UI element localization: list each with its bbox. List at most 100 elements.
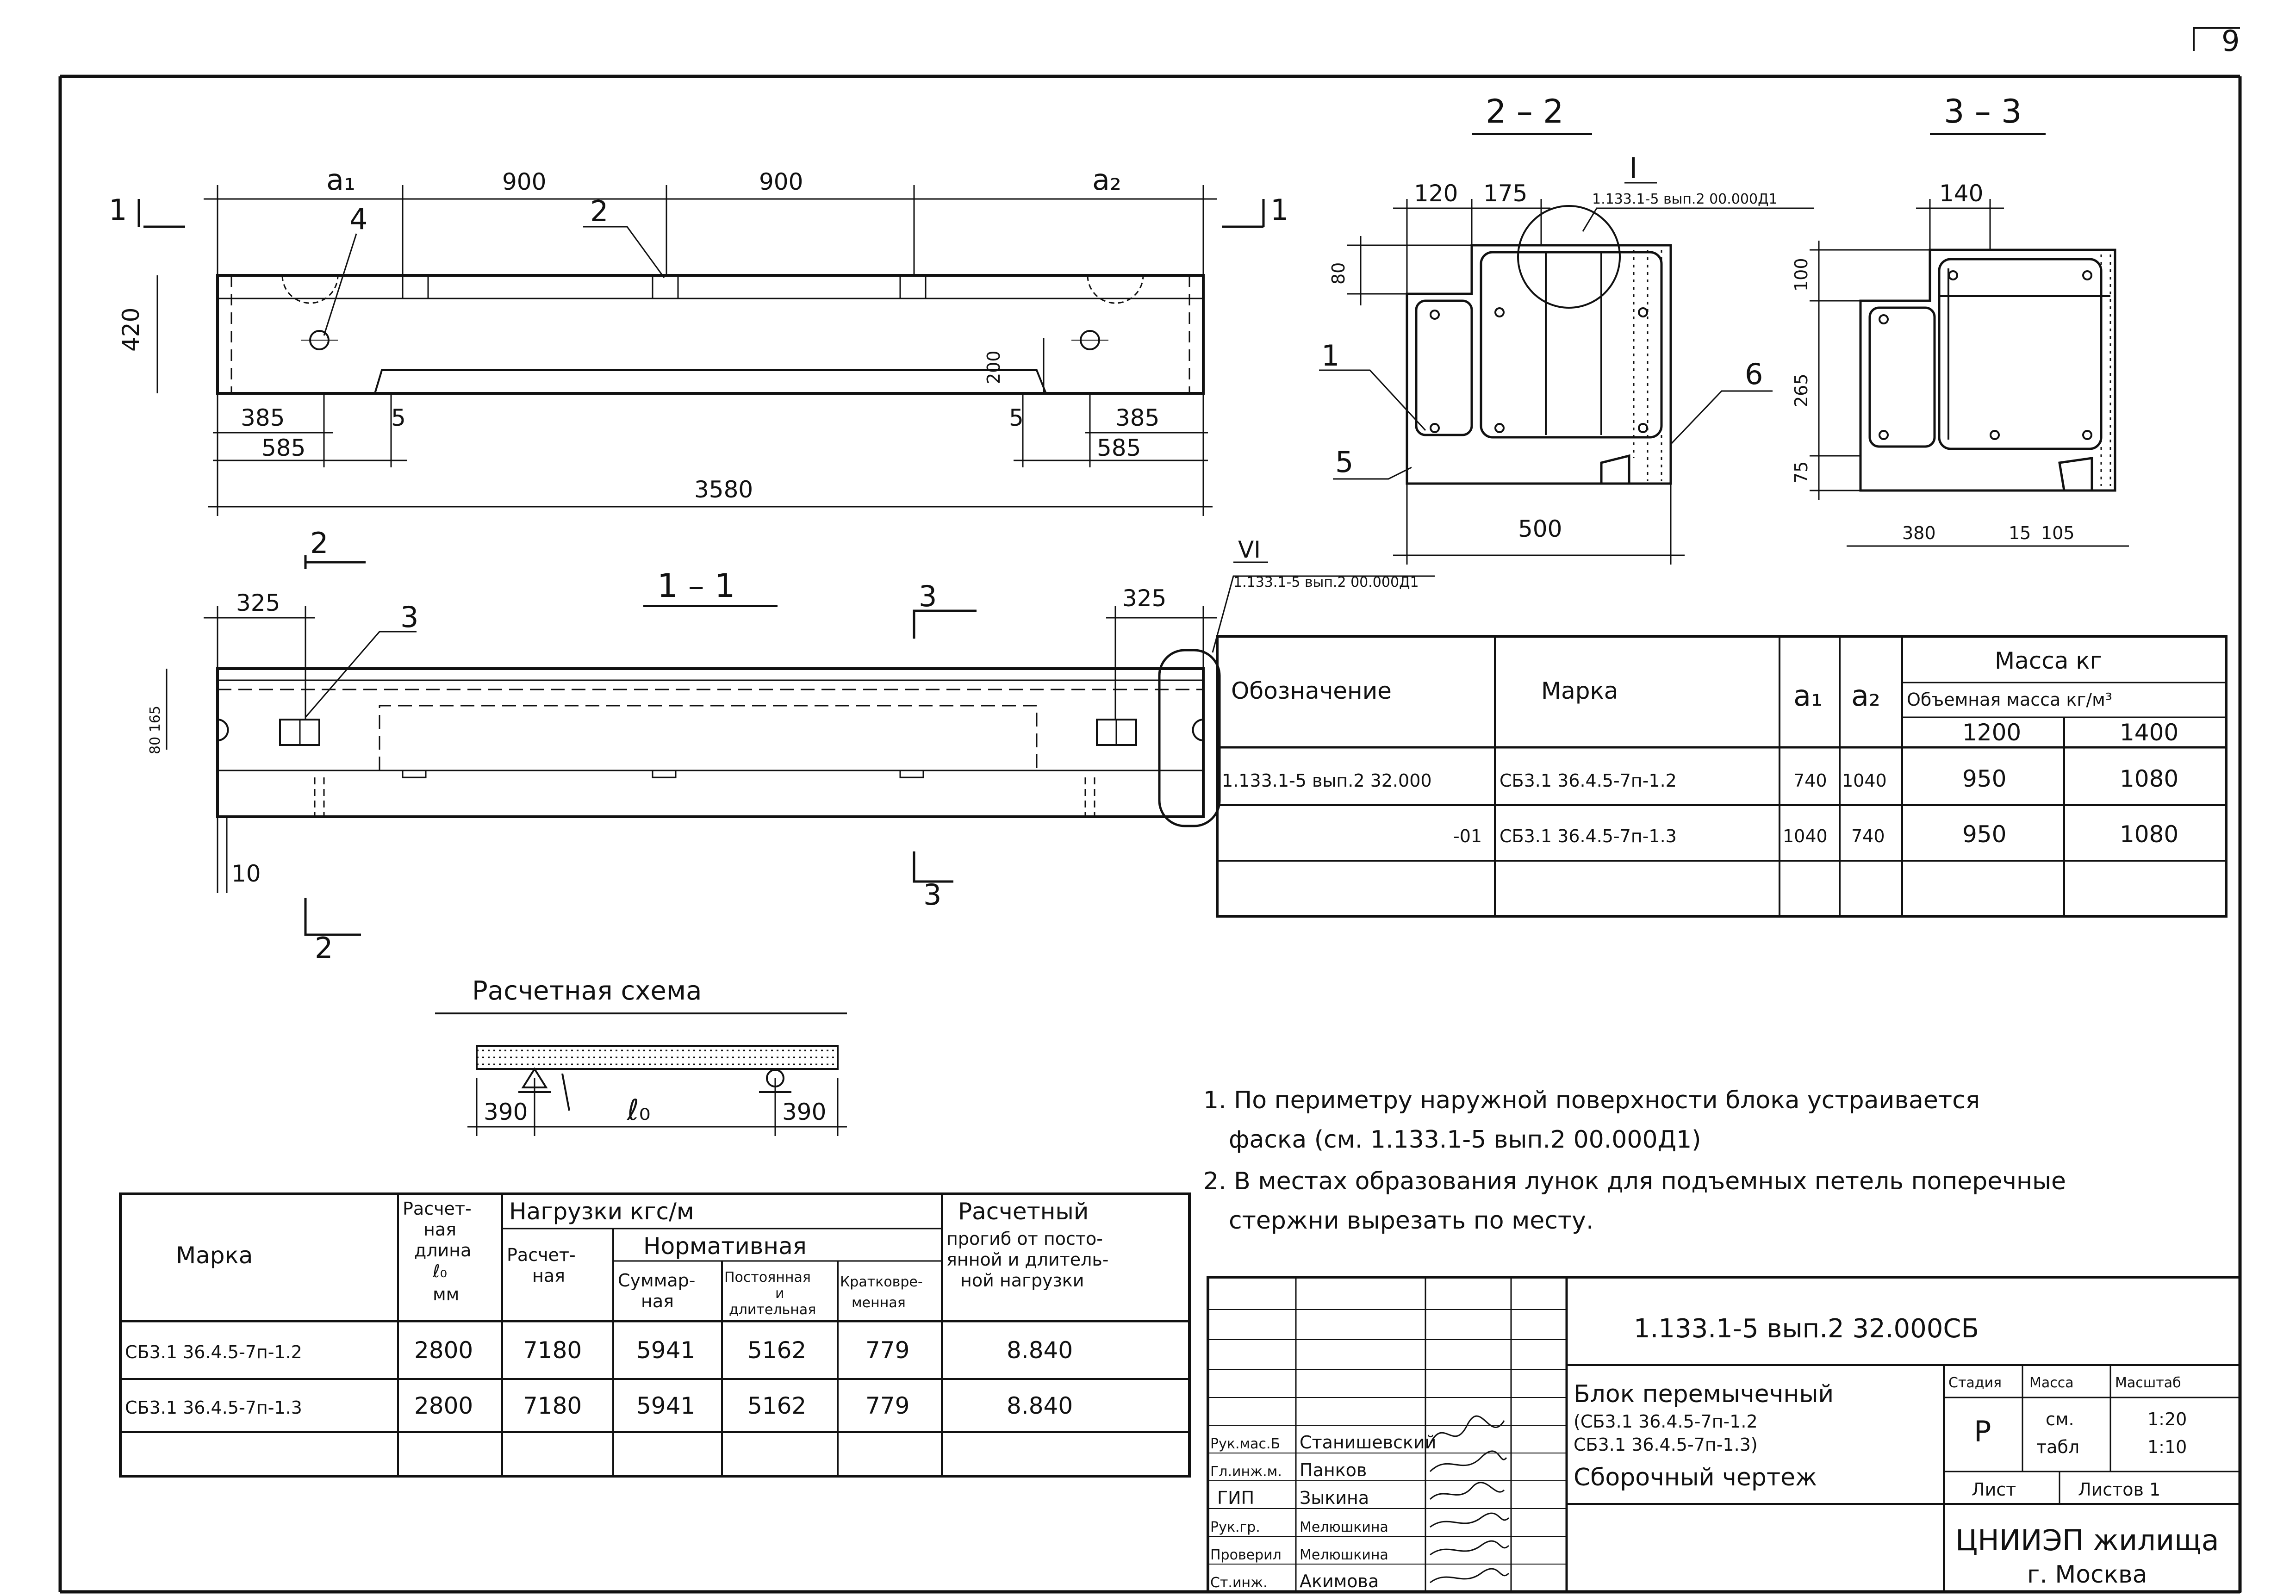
section-2-2-rebar-3 — [1638, 307, 1648, 317]
mass-table-r1-a1: 740 — [1793, 770, 1827, 791]
plan-cut-1-left: 1 — [109, 193, 127, 227]
mass-table-r2-mark: СБ3.1 36.4.5-7п-1.3 — [1500, 826, 1677, 846]
load-table-r1-sum: 5941 — [636, 1337, 695, 1364]
section-3-3-concrete-hatch — [2100, 255, 2111, 486]
section-2-2-dim-80: 80 — [1328, 262, 1349, 285]
mass-table-h-density: Объемная масса кг/м³ — [1907, 689, 2112, 710]
title-sheets: Листов 1 — [2078, 1479, 2160, 1500]
note-1-line-1: 1. По периметру наружной поверхности бло… — [1203, 1087, 1980, 1114]
load-table-h-defl-1: Расчетный — [958, 1198, 1089, 1225]
load-table-h-short-2: менная — [852, 1295, 906, 1311]
scheme-dim-390-right: 390 — [782, 1099, 826, 1125]
scheme-dim-390-left: 390 — [484, 1099, 528, 1125]
section-1-1-slot-2 — [652, 770, 677, 778]
plan-dim-585-right: 585 — [1097, 435, 1141, 461]
section-1-1-node-VI-leader — [1212, 575, 1435, 653]
title-code: 1.133.1-5 вып.2 32.000СБ — [1634, 1314, 1979, 1344]
section-1-1-outline — [216, 667, 1205, 818]
design-scheme: Расчетная схема 390 ℓ₀ 390 — [435, 976, 847, 1136]
section-3-3-rebar-6 — [2082, 430, 2092, 440]
plan-leader-2 — [583, 226, 665, 278]
plan-hole-arc-left — [281, 275, 339, 304]
scheme-title: Расчетная схема — [472, 976, 702, 1006]
section-2-2-title: 2 – 2 — [1486, 93, 1564, 130]
load-table-r2-perm: 5162 — [747, 1392, 806, 1419]
section-3-3: 3 – 3 140 100 265 75 380 15 105 — [1791, 93, 2129, 547]
mass-table-h-1400: 1400 — [2120, 719, 2178, 746]
section-3-3-rebar-3 — [1879, 314, 1889, 324]
section-2-2-dim-120: 120 — [1414, 180, 1458, 207]
section-1-1-cut-3-bottom-mark — [913, 851, 953, 883]
plan-dim-585-left: 585 — [261, 435, 305, 461]
mass-table-r1-a2: 1040 — [1842, 770, 1887, 791]
plan-view: a₁ 900 900 a₂ 1 1 4 2 420 200 385 585 5 … — [109, 163, 1288, 516]
title-org-1: ЦНИИЭП жилища — [1955, 1523, 2219, 1557]
load-table: Марка Расчет- ная длина ℓ₀ мм Нагрузки к… — [119, 1192, 1191, 1478]
section-1-1-cut-2-bottom: 2 — [315, 931, 333, 965]
plan-leader-4 — [323, 233, 357, 336]
load-table-r2-length: 2800 — [414, 1392, 473, 1419]
title-stage: Р — [1974, 1415, 1991, 1448]
section-3-3-outline — [1859, 248, 2116, 492]
mass-table-r2-a1: 1040 — [1783, 826, 1828, 846]
load-table-r1-short: 779 — [865, 1337, 909, 1364]
title-name-1: Блок перемычечный — [1574, 1380, 1834, 1408]
load-table-r1-length: 2800 — [414, 1337, 473, 1364]
load-table-h-calc-2: ная — [532, 1266, 565, 1286]
section-2-2-rebar-4 — [1430, 423, 1440, 433]
section-1-1-cut-3-top-mark — [913, 609, 977, 639]
section-1-1-node-VI-outline — [1158, 649, 1221, 827]
mass-table-r2-1400: 1080 — [2120, 821, 2178, 848]
load-table-h-normative: Нормативная — [643, 1233, 807, 1260]
section-2-2-outline — [1406, 244, 1672, 485]
title-scale-1: 1:20 — [2147, 1409, 2187, 1429]
title-scale-2: 1:10 — [2147, 1437, 2187, 1457]
section-1-1-dim-10: 10 — [231, 860, 261, 887]
section-2-2-rebar-1 — [1430, 310, 1440, 320]
load-table-r2-short: 779 — [865, 1392, 909, 1419]
mass-table-r1-1400: 1080 — [2120, 765, 2178, 792]
section-2-2: 2 – 2 I 1.133.1-5 вып.2 00.000Д1 120 175… — [1319, 93, 1814, 565]
section-1-1-notch-left — [217, 719, 229, 741]
section-2-2-rebar-5 — [1494, 423, 1505, 433]
mass-table-h-mark: Марка — [1541, 677, 1618, 704]
load-table-h-defl-4: ной нагрузки — [960, 1270, 1084, 1291]
load-table-r2-mark: СБ3.1 36.4.5-7п-1.3 — [125, 1397, 302, 1418]
title-mass-1: см. — [2046, 1409, 2074, 1429]
sheet-number: 9 — [2221, 24, 2240, 58]
section-1-1-node-VI-ref: 1.133.1-5 вып.2 00.000Д1 — [1233, 574, 1419, 590]
load-table-h-defl-2: прогиб от посто- — [946, 1229, 1103, 1249]
plan-hole-arc-right — [1087, 275, 1144, 304]
plan-dim-200: 200 — [983, 350, 1004, 384]
plan-dim-total: 3580 — [694, 476, 753, 503]
plan-dim-a1: a₁ — [326, 163, 355, 197]
section-2-2-pos-6: 6 — [1745, 357, 1763, 391]
plan-dim-420: 420 — [118, 308, 144, 352]
mass-table-h-designation: Обозначение — [1231, 677, 1392, 704]
section-3-3-cage-right — [1938, 258, 2103, 450]
load-table-h-perm-1: Постоянная — [724, 1269, 811, 1285]
section-1-1-pos-3: 3 — [400, 600, 418, 634]
plan-dim-5-left: 5 — [391, 404, 406, 431]
signature-3 — [1429, 1482, 1505, 1500]
load-table-r1-defl: 8.840 — [1007, 1337, 1073, 1364]
load-table-h-defl-3: янной и длитель- — [946, 1249, 1109, 1270]
section-2-2-rebar-6 — [1638, 423, 1648, 433]
section-1-1-notch-right — [1192, 719, 1204, 741]
section-3-3-dim-100: 100 — [1791, 258, 1811, 292]
section-2-2-leader-1 — [1319, 369, 1426, 431]
load-table-r1-calc: 7180 — [523, 1337, 582, 1364]
section-3-3-dim-105: 105 — [2041, 523, 2075, 543]
section-2-2-pos-5: 5 — [1335, 445, 1353, 479]
title-block-frame — [1207, 1276, 2241, 1593]
staff-name-3: Зыкина — [1300, 1488, 1369, 1508]
section-3-3-rebar-5 — [1990, 430, 2000, 440]
load-table-r2-calc: 7180 — [523, 1392, 582, 1419]
mass-table-h-a1: a₁ — [1793, 679, 1823, 713]
load-table-h-length-1: Расчет- — [403, 1199, 472, 1219]
sheet-number-box — [2193, 27, 2240, 51]
plan-lift-slot-2 — [652, 274, 679, 299]
plan-dim-5-right: 5 — [1009, 404, 1024, 431]
title-name-3: СБ3.1 36.4.5-7п-1.3) — [1574, 1435, 1758, 1455]
